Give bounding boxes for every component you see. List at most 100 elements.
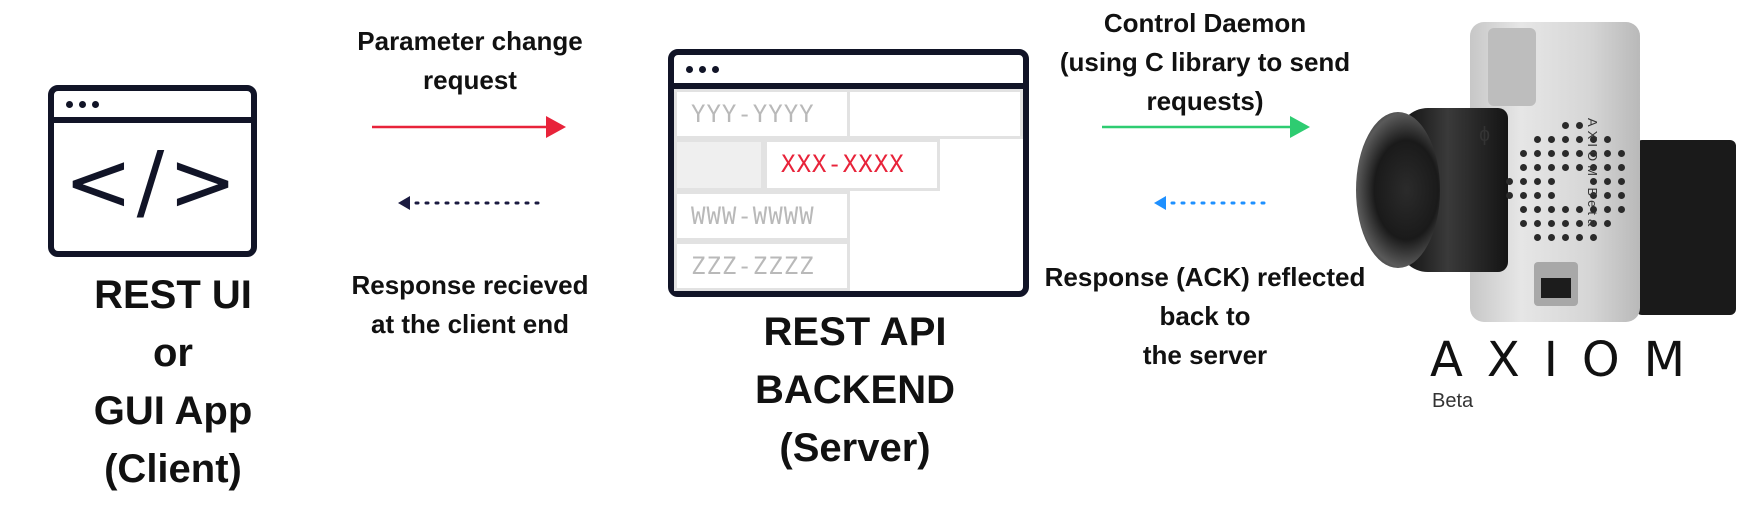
window-dot: [712, 66, 719, 73]
daemon-request-arrow-right: [1102, 116, 1310, 138]
client-request-label-line: request: [423, 65, 517, 95]
speaker-hole: [1590, 178, 1597, 185]
window-title-bar: [674, 83, 1023, 89]
speaker-hole: [1534, 220, 1541, 227]
speaker-hole: [1604, 192, 1611, 199]
camera-back-module: [1636, 140, 1736, 315]
ack-arrow-left: [1154, 196, 1266, 210]
response-arrowhead: [398, 196, 410, 210]
camera-speaker-grille: [1502, 118, 1632, 248]
speaker-hole: [1520, 192, 1527, 199]
speaker-hole: [1548, 164, 1555, 171]
speaker-hole: [1590, 192, 1597, 199]
speaker-hole: [1576, 122, 1583, 129]
speaker-hole: [1534, 206, 1541, 213]
ack-response-label-line: the server: [1142, 340, 1268, 370]
speaker-hole: [1520, 164, 1527, 171]
speaker-hole: [1562, 136, 1569, 143]
client-title-line: (Client): [104, 447, 242, 491]
speaker-hole: [1548, 150, 1555, 157]
speaker-hole: [1506, 178, 1513, 185]
client-request-label: Parameter change request: [330, 22, 610, 100]
daemon-request-label: Control Daemon (using C library to send …: [1035, 4, 1375, 121]
ack-response-label-line: back to: [1159, 301, 1251, 331]
speaker-hole: [1506, 192, 1513, 199]
speaker-hole: [1618, 178, 1625, 185]
code-icon: </>: [63, 135, 242, 230]
speaker-hole: [1590, 206, 1597, 213]
speaker-hole: [1548, 192, 1555, 199]
speaker-hole: [1604, 206, 1611, 213]
speaker-hole: [1590, 220, 1597, 227]
ack-response-label: Response (ACK) reflected back to the ser…: [1035, 258, 1375, 375]
request-arrowhead: [546, 116, 566, 138]
client-window-icon: </>: [48, 85, 257, 257]
speaker-hole: [1562, 150, 1569, 157]
speaker-hole: [1520, 178, 1527, 185]
speaker-hole: [1548, 220, 1555, 227]
response-arrow-left: [398, 196, 544, 210]
window-dot: [66, 101, 73, 108]
client-title: REST UI or GUI App (Client): [48, 266, 298, 498]
speaker-hole: [1534, 150, 1541, 157]
speaker-hole: [1576, 234, 1583, 241]
request-arrow-right: [372, 116, 566, 138]
speaker-hole: [1534, 164, 1541, 171]
client-request-label-line: Parameter change: [357, 26, 583, 56]
window-dot: [686, 66, 693, 73]
axiom-logo-beta: Beta: [1432, 390, 1474, 412]
window-dot: [699, 66, 706, 73]
speaker-hole: [1548, 206, 1555, 213]
speaker-hole: [1534, 234, 1541, 241]
speaker-hole: [1590, 150, 1597, 157]
daemon-request-label-line: (using C library to send: [1059, 47, 1351, 77]
table-cell-empty: [674, 139, 764, 191]
speaker-hole: [1520, 220, 1527, 227]
camera-sensor-window-inner: [1541, 278, 1571, 298]
speaker-hole: [1520, 206, 1527, 213]
speaker-hole: [1604, 136, 1611, 143]
ack-response-label-line: Response (ACK) reflected: [1044, 262, 1366, 292]
speaker-hole: [1548, 234, 1555, 241]
axiom-logo: AXIOM: [1430, 332, 1710, 388]
speaker-hole: [1618, 164, 1625, 171]
speaker-hole: [1590, 164, 1597, 171]
server-window-icon: YYY-YYYY XXX-XXXX WWW-WWWW ZZZ-ZZZZ: [668, 49, 1029, 297]
speaker-hole: [1618, 206, 1625, 213]
speaker-hole: [1576, 164, 1583, 171]
speaker-hole: [1534, 136, 1541, 143]
server-title-line: REST API: [763, 310, 947, 354]
speaker-hole: [1562, 164, 1569, 171]
server-title-line: (Server): [779, 426, 931, 470]
client-title-line: or: [153, 331, 193, 375]
speaker-hole: [1576, 150, 1583, 157]
client-title-line: REST UI: [94, 273, 252, 317]
daemon-request-arrowhead: [1290, 116, 1310, 138]
window-dot: [92, 101, 99, 108]
speaker-hole: [1576, 206, 1583, 213]
speaker-hole: [1548, 178, 1555, 185]
speaker-hole: [1534, 192, 1541, 199]
speaker-hole: [1562, 206, 1569, 213]
speaker-hole: [1562, 234, 1569, 241]
speaker-hole: [1604, 178, 1611, 185]
speaker-hole: [1562, 220, 1569, 227]
camera-lens-glass: [1356, 112, 1440, 268]
table-cell-highlighted: XXX-XXXX: [764, 139, 940, 191]
speaker-hole: [1618, 150, 1625, 157]
camera-body-text: AXIOM Beta: [1585, 118, 1600, 231]
window-dot: [79, 101, 86, 108]
table-cell: WWW-WWWW: [674, 191, 850, 241]
speaker-hole: [1562, 122, 1569, 129]
speaker-hole: [1548, 136, 1555, 143]
speaker-hole: [1604, 150, 1611, 157]
speaker-hole: [1618, 192, 1625, 199]
client-response-label-line: Response recieved: [351, 270, 589, 300]
window-title-bar: [54, 117, 251, 123]
camera-top-plate: [1488, 28, 1536, 106]
daemon-request-label-line: requests): [1146, 86, 1264, 116]
speaker-hole: [1576, 136, 1583, 143]
ack-arrowhead: [1154, 196, 1166, 210]
server-title: REST API BACKEND (Server): [700, 303, 1010, 477]
speaker-hole: [1604, 164, 1611, 171]
